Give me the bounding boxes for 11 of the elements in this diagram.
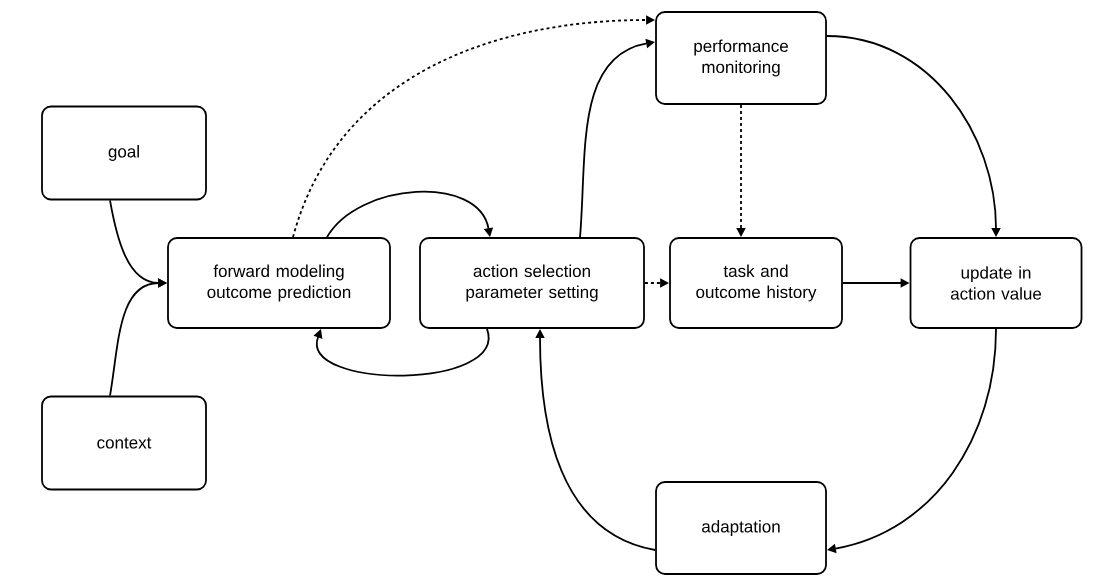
process-box: action selection parameter setting (419, 237, 645, 329)
process-box: goal (41, 105, 207, 201)
arrow (326, 191, 494, 238)
arrow (579, 38, 655, 238)
process-box: update in action value (909, 237, 1083, 329)
process-box: context (41, 395, 207, 491)
arrow (313, 328, 489, 377)
process-box: forward modeling outcome prediction (167, 237, 391, 329)
process-box: performance monitoring (655, 11, 827, 105)
process-box: task and outcome history (669, 237, 843, 329)
process-box: adaptation (655, 481, 827, 575)
